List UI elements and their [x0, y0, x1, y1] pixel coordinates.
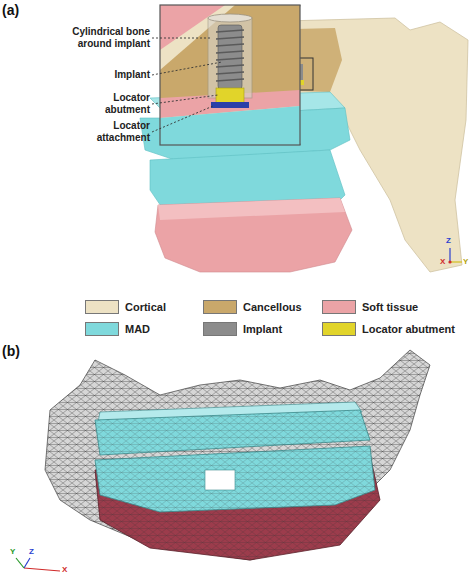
legend-text: Implant	[243, 323, 282, 335]
legend-text: Soft tissue	[362, 301, 418, 313]
axis-y	[450, 261, 462, 262]
axis-label: X	[440, 257, 450, 267]
axis-x	[448, 260, 451, 263]
axis-label: Z	[446, 236, 456, 246]
soft-tissue-lower	[155, 198, 352, 272]
axis-label: Z	[29, 547, 39, 557]
cylindrical-bone	[208, 18, 252, 98]
locator-attachment	[211, 102, 249, 108]
legend-swatch	[85, 322, 119, 336]
callout-label: Locator abutment	[80, 92, 150, 116]
cylindrical-bone-top	[208, 14, 252, 22]
leader-line	[152, 95, 218, 104]
legend-item: Locator abutment	[322, 322, 455, 336]
leader-line	[152, 38, 210, 39]
mesh-gap	[205, 470, 235, 490]
mesh-mad-grid	[95, 410, 375, 512]
inset-cortical	[160, 5, 300, 145]
inset-view	[160, 5, 300, 145]
legend-item: MAD	[85, 322, 150, 336]
axis-x	[24, 568, 60, 571]
axis-label: Y	[10, 547, 20, 557]
skull-model	[140, 5, 468, 272]
axis-z	[24, 558, 30, 568]
axis-triad	[16, 558, 60, 571]
mesh-model	[45, 350, 430, 560]
legend-item: Cancellous	[203, 300, 302, 314]
legend-swatch	[85, 300, 119, 314]
leader-lines	[152, 38, 222, 132]
leader-line	[152, 106, 213, 132]
legend-swatch	[322, 322, 356, 336]
legend-text: Cancellous	[243, 301, 302, 313]
callout-label: Cylindrical bone around implant	[48, 26, 150, 50]
legend-swatch	[203, 322, 237, 336]
legend-text: MAD	[125, 323, 150, 335]
locator-abutment	[216, 88, 244, 103]
panel-letter: (b)	[2, 343, 42, 360]
panel-letter: (a)	[2, 2, 42, 19]
legend-item: Implant	[203, 322, 282, 336]
legend-swatch	[203, 300, 237, 314]
axis-label: Y	[463, 257, 473, 267]
legend-swatch	[322, 300, 356, 314]
mesh-bone-grid	[45, 350, 430, 560]
soft-tissue-lower-top	[158, 198, 345, 220]
axis-triad	[448, 248, 462, 264]
legend-item: Cortical	[85, 300, 166, 314]
legend-text: Cortical	[125, 301, 166, 313]
leader-line	[152, 62, 222, 75]
implant-threads	[216, 30, 244, 81]
legend-text: Locator abutment	[362, 323, 455, 335]
legend-item: Soft tissue	[322, 300, 418, 314]
callout-label: Implant	[80, 69, 150, 81]
axis-y	[16, 558, 24, 568]
callout-label: Locator attachment	[70, 120, 150, 144]
axis-z	[449, 248, 450, 262]
axis-label: X	[62, 565, 72, 575]
inset-frame	[160, 5, 300, 145]
mesh-bone	[45, 350, 430, 560]
inset-mad	[160, 106, 300, 145]
